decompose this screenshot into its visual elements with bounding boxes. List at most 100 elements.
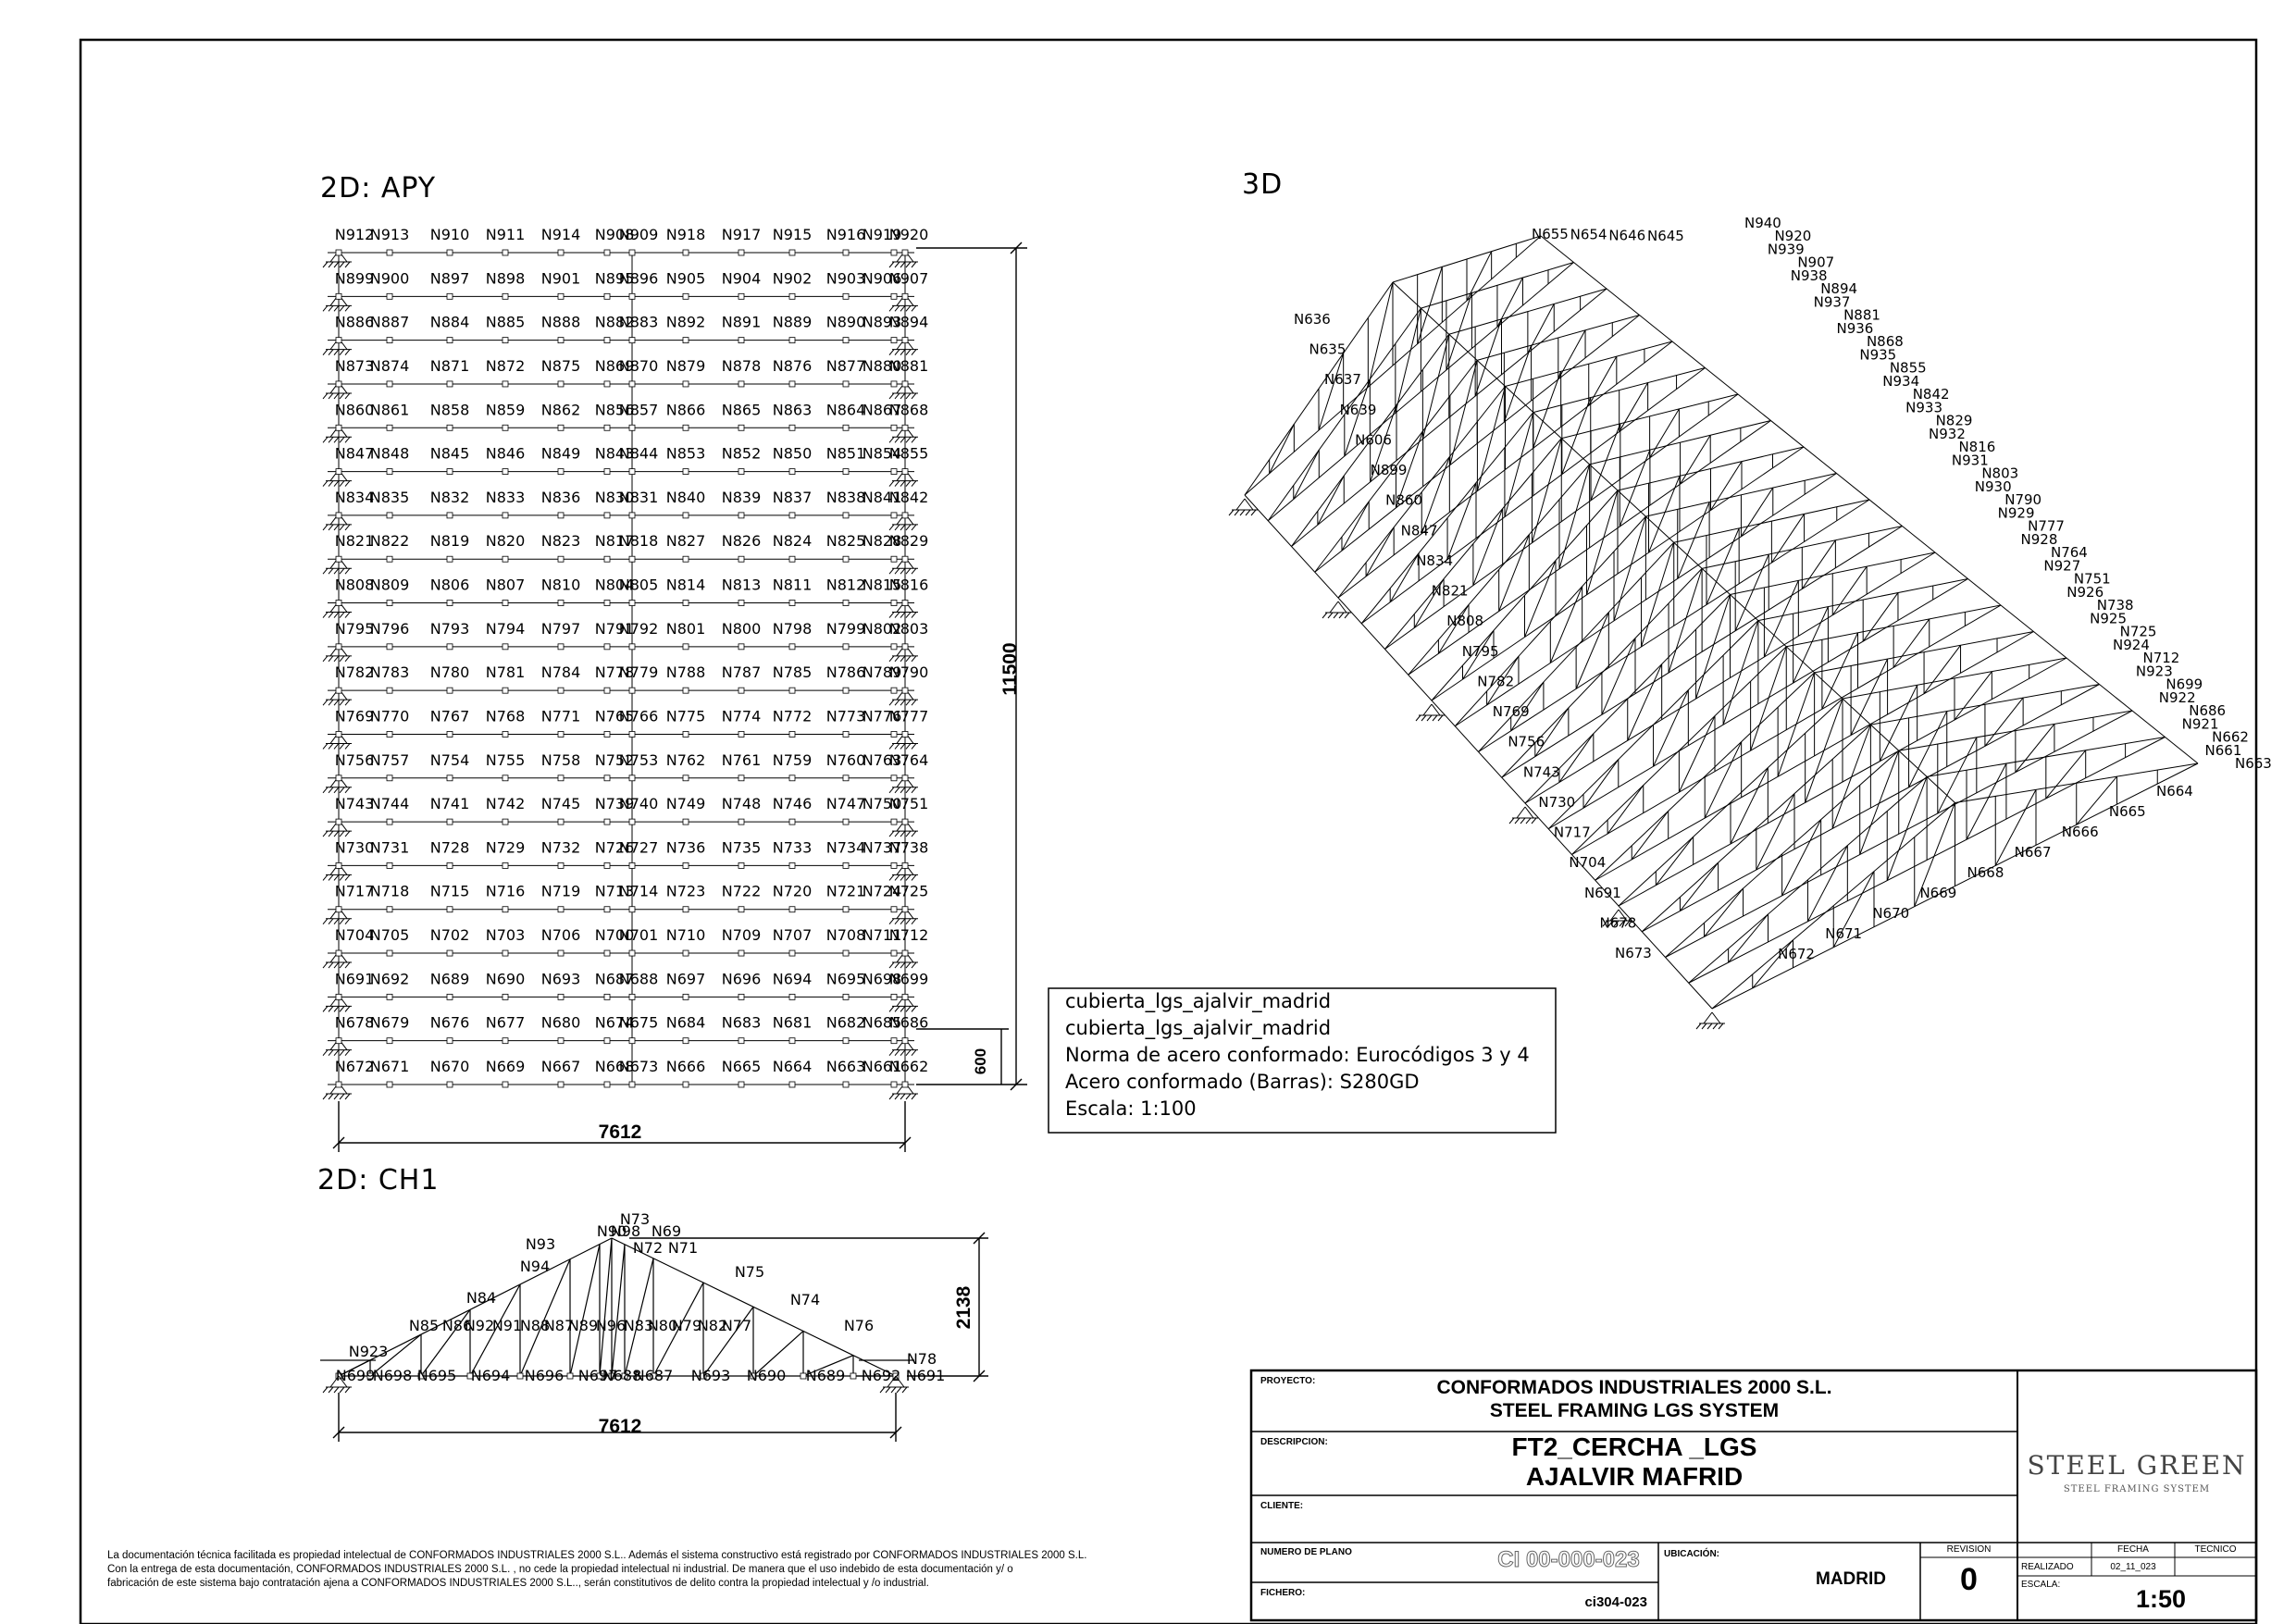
3d-view-diagram: N940N920N939N907N938N894N937N881N936N868…	[1228, 215, 2272, 1030]
apy-node-marker	[738, 687, 745, 694]
support-symbol	[888, 950, 918, 969]
3d-node-label: N606	[1355, 431, 1392, 448]
apy-node-label: N909	[619, 226, 659, 243]
3d-web	[1677, 502, 1710, 579]
3d-web	[1984, 697, 2024, 747]
apy-node-marker	[502, 643, 509, 651]
apy-node-marker	[628, 424, 636, 431]
apy-node-label: N798	[773, 620, 813, 638]
apy-node-label: N837	[773, 489, 813, 506]
ch1-node-marker	[700, 1372, 707, 1380]
apy-node-marker	[335, 424, 342, 431]
3d-web	[1706, 527, 1740, 605]
3d-node-label: N899	[1371, 462, 1408, 478]
3d-web	[1770, 514, 1805, 564]
3d-node-label: N704	[1569, 854, 1606, 871]
apy-node-label: N792	[619, 620, 659, 638]
apy-node-label: N870	[619, 357, 659, 375]
3d-node-label: N751	[2074, 571, 2111, 588]
apy-node-marker	[682, 249, 689, 256]
apy-node-label: N793	[430, 620, 470, 638]
3d-node-label: N928	[2021, 531, 2058, 548]
apy-node-label: N902	[773, 269, 813, 287]
apy-node-marker	[557, 687, 565, 694]
apy-node-label: N720	[773, 883, 813, 900]
apy-node-marker	[738, 1037, 745, 1045]
support-symbol	[322, 775, 352, 794]
apy-node-marker	[335, 249, 342, 256]
apy-node-marker	[842, 1081, 850, 1088]
support-symbol	[322, 1082, 352, 1100]
3d-web	[1668, 568, 1703, 674]
apy-node-marker	[738, 862, 745, 869]
ch1-node-label: N87	[544, 1317, 574, 1334]
apy-node-marker	[682, 643, 689, 651]
apy-node-label: N711	[863, 926, 902, 944]
3d-web	[1805, 698, 1843, 803]
3d-node-label: N932	[1929, 426, 1966, 442]
apy-node-label: N706	[541, 926, 581, 944]
3d-web	[1704, 887, 1744, 937]
apy-node-label: N739	[595, 795, 635, 812]
apy-node-label: N848	[370, 445, 410, 463]
3d-web	[1466, 251, 1493, 302]
ch1-node-label: N71	[668, 1239, 698, 1257]
apy-node-label: N684	[666, 1014, 706, 1032]
3d-web	[1730, 767, 1769, 845]
3d-web	[1533, 371, 1562, 449]
3d-web	[1558, 464, 1591, 569]
apy-node-label: N743	[335, 795, 375, 812]
apy-node-label: N723	[666, 883, 706, 900]
ch1-node-label: N83	[624, 1317, 653, 1334]
ch1-node-label: N699	[336, 1367, 376, 1384]
apy-node-marker	[502, 292, 509, 300]
apy-node-marker	[502, 600, 509, 606]
apy-node-marker	[335, 862, 342, 869]
ch1-node-label: N82	[698, 1317, 727, 1334]
apy-node-label: N691	[335, 970, 375, 987]
apy-node-marker	[557, 512, 565, 519]
apy-node-label: N864	[826, 401, 866, 418]
ch1-node-label: N86	[442, 1317, 472, 1334]
3d-web	[1793, 606, 1829, 684]
ch1-node-label: N84	[466, 1289, 496, 1307]
apy-node-marker	[890, 775, 898, 782]
apy-node-label: N889	[773, 314, 813, 331]
3d-web	[1641, 542, 1675, 648]
3d-web	[2015, 724, 2055, 773]
apy-node-marker	[628, 337, 636, 344]
3d-web	[1859, 750, 1900, 855]
apy-node-marker	[335, 468, 342, 475]
apy-node-marker	[682, 512, 689, 519]
apy-node-label: N787	[722, 663, 762, 681]
apy-node-label: N789	[863, 663, 902, 681]
3d-web	[1588, 355, 1618, 406]
apy-node-label: N917	[722, 226, 762, 243]
steel-green-logo: STEEL GREEN	[2027, 1450, 2247, 1481]
3d-node-label: N663	[2235, 755, 2272, 772]
apy-node-label: N719	[541, 883, 581, 900]
apy-node-marker	[901, 1037, 909, 1045]
escala-label: ESCALA:	[2021, 1580, 2061, 1590]
apy-node-marker	[890, 949, 898, 957]
apy-node-marker	[386, 949, 393, 957]
proyecto-label: PROYECTO:	[1260, 1376, 1316, 1386]
apy-node-marker	[386, 1037, 393, 1045]
apy-node-label: N696	[722, 970, 762, 987]
apy-node-label: N876	[773, 357, 813, 375]
ch1-diagonal	[519, 1258, 571, 1377]
apy-node-marker	[788, 687, 796, 694]
3d-node-label: N756	[1508, 734, 1545, 750]
3d-web	[1504, 412, 1534, 517]
apy-node-label: N730	[335, 838, 375, 856]
ch1-node-label: N92	[465, 1317, 494, 1334]
apy-node-marker	[386, 468, 393, 475]
apy-node-marker	[890, 993, 898, 1000]
ch1-node-label: N76	[844, 1317, 874, 1334]
apy-node-label: N883	[619, 314, 659, 331]
apy-node-marker	[603, 468, 611, 475]
ch1-node-label: N691	[906, 1367, 946, 1384]
apy-node-marker	[842, 468, 850, 475]
apy-node-marker	[788, 337, 796, 344]
